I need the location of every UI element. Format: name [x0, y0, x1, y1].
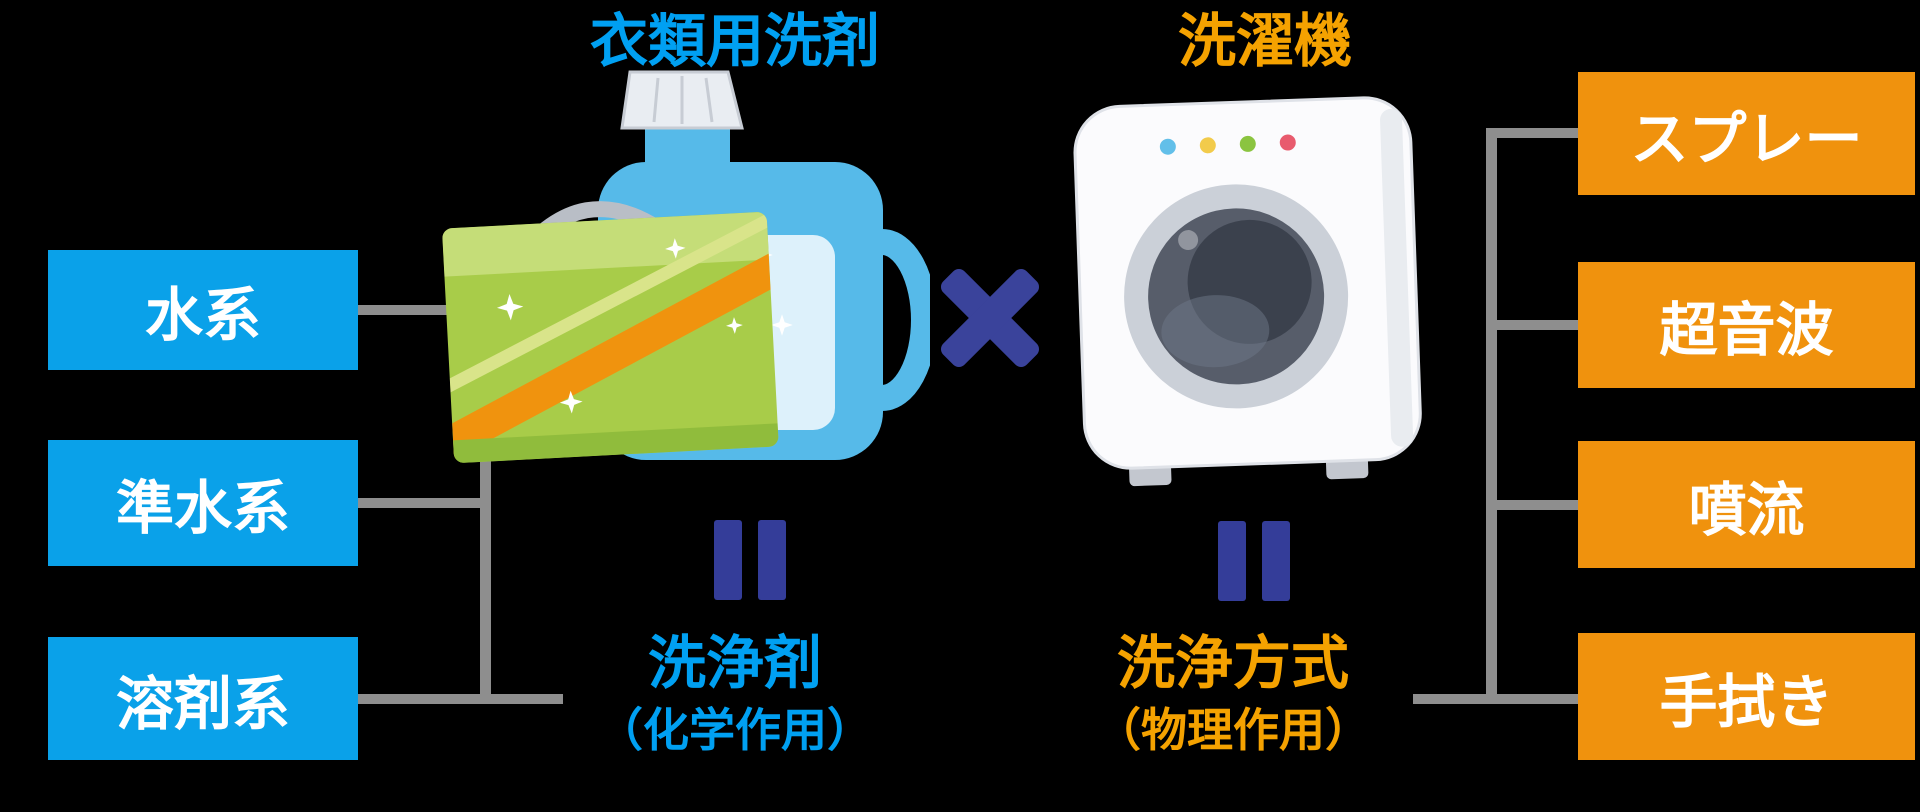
detergent-title: 衣類用洗剤: [589, 7, 880, 75]
physical-action-caption-line1: 洗浄方式: [1116, 629, 1349, 697]
equals-icon-machine: [1218, 521, 1290, 601]
chemical-action-caption: 洗浄剤 （化学作用）: [530, 628, 940, 762]
bucket-light-stripe: [449, 213, 768, 393]
green-bucket-icon: [441, 201, 779, 464]
bucket-bottom-band: [453, 423, 779, 464]
equals-icon-bar: [1262, 521, 1290, 601]
equals-icon-bar: [1218, 521, 1246, 601]
machine-indicator-dot-red: [1279, 134, 1296, 151]
right-connector-vertical-line: [1486, 128, 1497, 704]
left-connector-branch-1: [358, 305, 488, 315]
washing-machine-icon: [1073, 96, 1422, 487]
physical-action-caption: 洗浄方式 （物理作用）: [1028, 628, 1438, 762]
washing-method-box-jet: 噴流: [1578, 441, 1915, 568]
machine-title: 洗濯機: [1177, 7, 1352, 75]
washing-machine-illustration: [1073, 96, 1422, 487]
detergent-illustration: [441, 70, 930, 464]
washing-method-box-ultrasonic: 超音波: [1578, 262, 1915, 388]
machine-side-shade: [1380, 108, 1414, 447]
chemical-action-caption-line2: （化学作用）: [597, 703, 873, 757]
machine-indicator-dot-blue: [1159, 138, 1176, 155]
bottle-cap-lines: [652, 76, 714, 124]
right-connector-branch-3: [1497, 500, 1578, 510]
equals-icon-detergent: [714, 520, 786, 600]
machine-indicator-dot-yellow: [1199, 137, 1216, 154]
equals-icon-bar: [714, 520, 742, 600]
machine-door-glare: [1178, 230, 1199, 251]
washing-method-box-hand-wipe: 手拭き: [1578, 633, 1915, 760]
detergent-type-box-water: 水系: [48, 250, 358, 370]
machine-door-reflection: [1161, 295, 1270, 368]
right-connector-branch-1: [1497, 128, 1578, 138]
right-connector-branch-4: [1413, 694, 1578, 704]
machine-indicator-dot-green: [1239, 135, 1256, 152]
multiply-icon: [935, 262, 1045, 374]
detergent-type-box-semi-aqueous: 準水系: [48, 440, 358, 566]
right-connector-branch-2: [1497, 320, 1578, 330]
left-connector-branch-3: [358, 694, 563, 704]
washing-method-box-spray: スプレー: [1578, 72, 1915, 195]
equals-icon-bar: [758, 520, 786, 600]
physical-action-caption-line2: （物理作用）: [1095, 703, 1371, 757]
left-connector-branch-2: [358, 498, 488, 508]
bucket-orange-stripe: [452, 253, 771, 460]
detergent-type-box-solvent: 溶剤系: [48, 637, 358, 760]
chemical-action-caption-line1: 洗浄剤: [647, 629, 822, 697]
